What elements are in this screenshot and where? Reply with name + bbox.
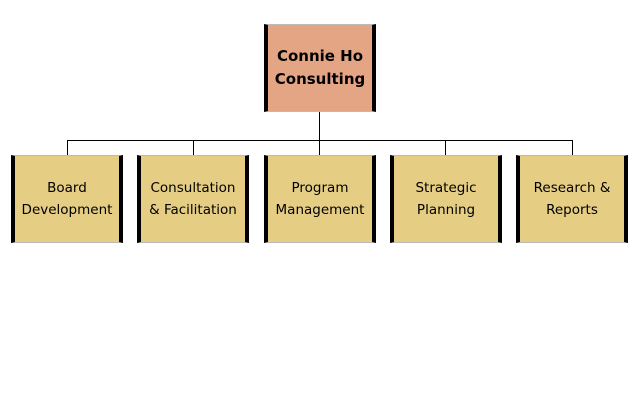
child-connector	[572, 140, 573, 155]
node-label: Planning	[416, 202, 476, 218]
child-connector	[67, 140, 68, 155]
node-label: Development	[21, 202, 113, 218]
root-connector	[319, 112, 320, 140]
root-label-line2: Consulting	[274, 70, 366, 88]
node-label: Management	[275, 202, 365, 218]
node-label: Board	[47, 180, 87, 196]
node-label: Consultation	[150, 180, 236, 196]
child-connector	[445, 140, 446, 155]
root-label-line1: Connie Ho	[276, 47, 364, 65]
node-label: & Facilitation	[149, 202, 237, 218]
node-label: Strategic	[415, 180, 477, 196]
node-label: Reports	[546, 202, 598, 218]
child-connector	[319, 140, 320, 155]
root-node[interactable]: Connie Ho Consulting	[264, 24, 376, 112]
node-research-reports[interactable]: Research & Reports	[516, 155, 628, 243]
node-label: Research &	[533, 180, 611, 196]
node-label: Program	[291, 180, 349, 196]
child-connector	[193, 140, 194, 155]
horizontal-connector	[67, 140, 573, 141]
node-consultation-facilitation[interactable]: Consultation & Facilitation	[137, 155, 249, 243]
